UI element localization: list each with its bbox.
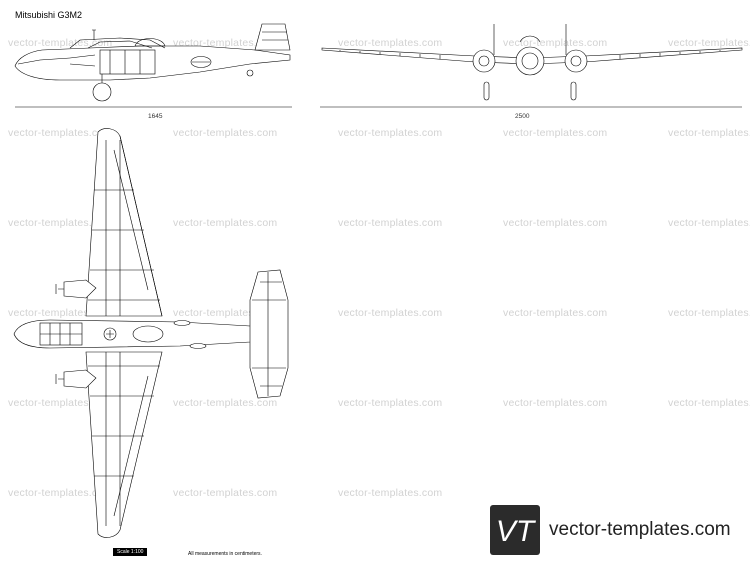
watermark: vector-templates.com [338,37,443,49]
watermark: vector-templates.com [503,397,608,409]
measurement-note: All measurements in centimeters. [188,551,262,557]
watermark: vector-templates.com [173,397,278,409]
drawing-title: Mitsubishi G3M2 [15,10,83,20]
watermark: vector-templates.com [668,397,750,409]
front-view [321,24,743,101]
watermark-row: vector-templates.com vector-templates.co… [0,487,750,501]
watermark: vector-templates.com [8,37,113,49]
watermark-row: vector-templates.com vector-templates.co… [0,127,750,141]
watermark: vector-templates.com [8,487,113,499]
watermark: vector-templates.com [338,397,443,409]
watermark: vector-templates.com [668,37,750,49]
logo-mark-text: VT [496,515,537,548]
watermark: vector-templates.com [8,397,113,409]
top-view [13,128,289,538]
side-length-dimension: 1645 [148,113,163,120]
watermark-row: vector-templates.com vector-templates.co… [0,397,750,411]
watermark: vector-templates.com [503,127,608,139]
watermark: vector-templates.com [503,37,608,49]
watermark: vector-templates.com [668,307,750,319]
watermark-row: vector-templates.com vector-templates.co… [0,37,750,51]
watermark: vector-templates.com [338,127,443,139]
watermark: vector-templates.com [338,307,443,319]
watermark: vector-templates.com [8,127,113,139]
watermark: vector-templates.com [173,217,278,229]
logo-mark [490,505,540,555]
watermark: vector-templates.com [668,127,750,139]
watermark: vector-templates.com [338,487,443,499]
watermark: vector-templates.com [503,217,608,229]
watermark-row: vector-templates.com vector-templates.co… [0,217,750,231]
watermark: vector-templates.com [503,307,608,319]
front-span-dimension: 2500 [515,113,530,120]
watermark: vector-templates.com [173,487,278,499]
watermark: vector-templates.com [668,217,750,229]
scale-badge: Scale 1:100 [113,548,148,556]
watermark: vector-templates.com [8,217,113,229]
side-view [14,23,291,102]
watermark: vector-templates.com [173,127,278,139]
logo-text: vector-templates.com [549,519,731,540]
watermark: vector-templates.com [338,217,443,229]
